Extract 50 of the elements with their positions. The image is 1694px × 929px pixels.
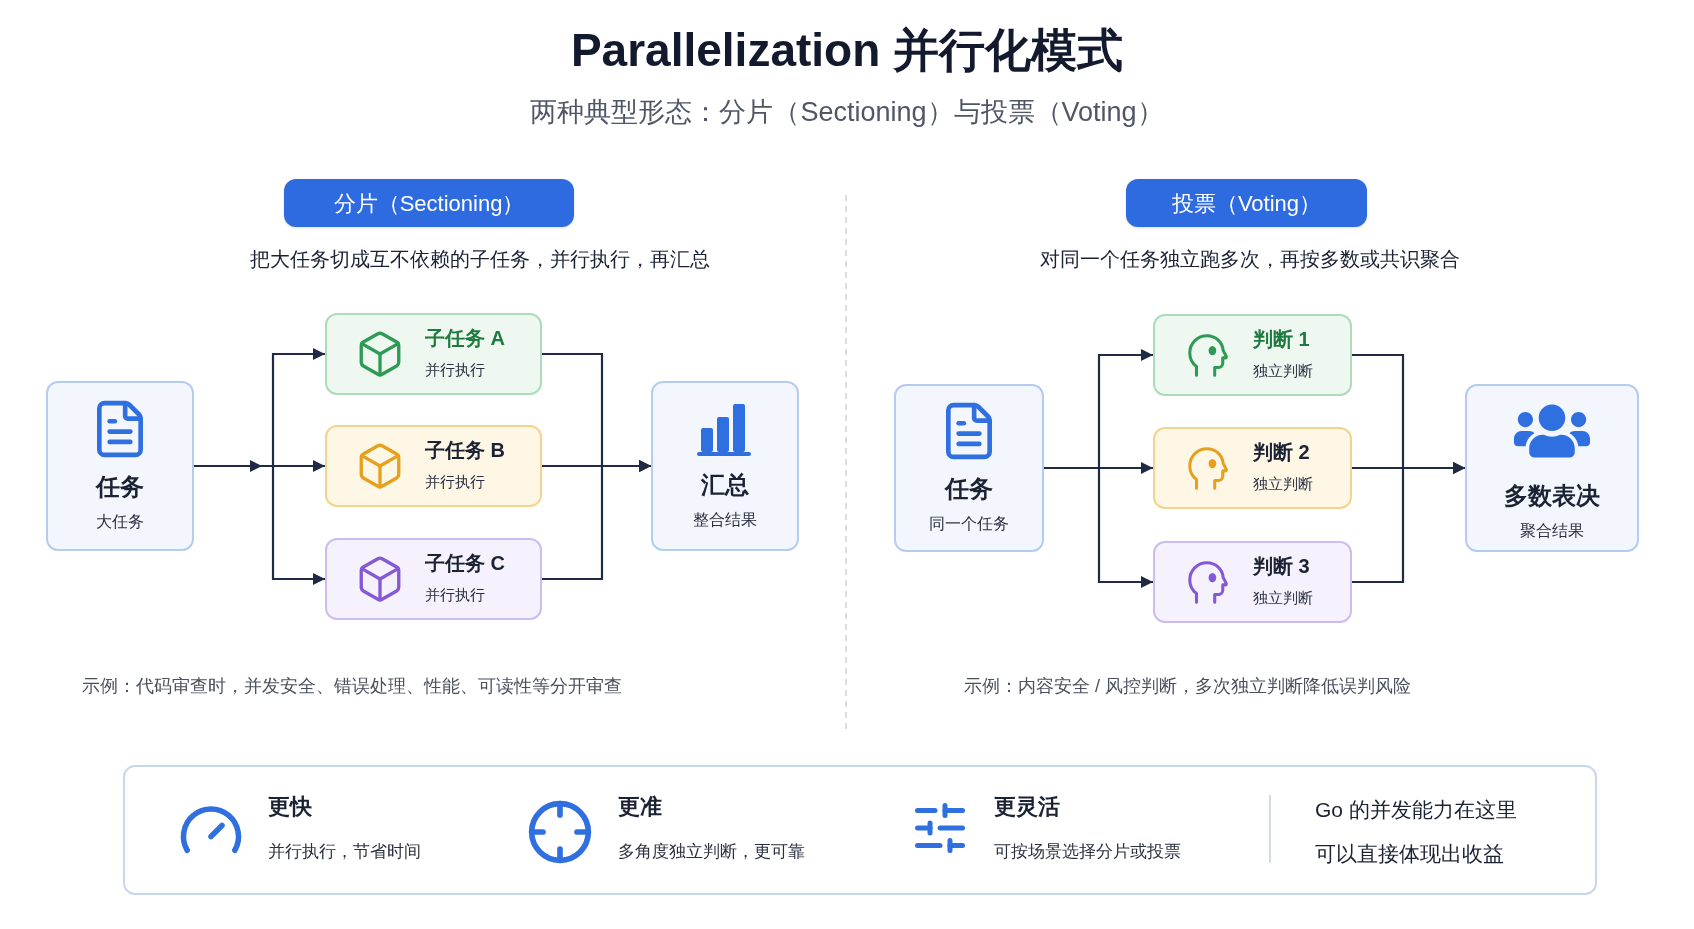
benefit-heading: 更快 (268, 793, 313, 821)
arrow (1352, 462, 1465, 584)
arrow (542, 460, 651, 581)
node-title: 子任务 C (425, 551, 505, 577)
task-box (1153, 541, 1352, 623)
section-description: 把大任务切成互不依赖的子任务，并行执行，再汇总 (250, 247, 710, 272)
task-box (325, 538, 542, 620)
node-subtitle: 聚合结果 (1520, 521, 1584, 541)
node-title: 子任务 A (425, 326, 505, 352)
node-title: 判断 3 (1253, 554, 1311, 580)
benefit-description: 可按场景选择分片或投票 (994, 841, 1181, 863)
title: Parallelization 并行化模式 (570, 23, 1124, 78)
section-tag: 分片（Sectioning） (284, 179, 574, 227)
benefit-heading: 更灵活 (994, 793, 1061, 821)
node-subtitle: 独立判断 (1253, 361, 1313, 382)
node-title: 判断 2 (1253, 440, 1311, 466)
benefit-description: 并行执行，节省时间 (268, 841, 421, 863)
example-note: 示例：内容安全 / 风控判断，多次独立判断降低误判风险 (964, 676, 1411, 696)
benefit-description: 多角度独立判断，更可靠 (618, 841, 805, 863)
task-box (325, 425, 542, 507)
task-box (1153, 314, 1352, 396)
node-title: 子任务 B (425, 438, 505, 464)
example-note: 示例：代码审查时，并发安全、错误处理、性能、可读性等分开审查 (82, 676, 622, 696)
task-box (1153, 427, 1352, 509)
section-description: 对同一个任务独立跑多次，再按多数或共识聚合 (1040, 247, 1460, 272)
arrow (1044, 466, 1153, 588)
node-subtitle: 大任务 (96, 512, 144, 532)
node-title: 任务 (96, 472, 144, 502)
section-tag: 投票（Voting） (1126, 179, 1367, 227)
node-title: 汇总 (701, 470, 749, 500)
node-subtitle: 同一个任务 (929, 514, 1009, 534)
arrow (194, 464, 325, 585)
node-subtitle: 并行执行 (425, 585, 486, 606)
process-box (1465, 384, 1639, 552)
node-title: 任务 (945, 474, 993, 504)
note-text: 可以直接体现出收益 (1315, 840, 1505, 867)
subtitle: 两种典型形态：分片（Sectioning）与投票（Voting） (530, 96, 1164, 127)
node-subtitle: 独立判断 (1253, 588, 1313, 609)
task-box (325, 313, 542, 395)
node-subtitle: 并行执行 (425, 360, 486, 381)
benefit-heading: 更准 (618, 793, 663, 821)
note-text: Go 的并发能力在这里 (1315, 797, 1517, 823)
process-box (894, 384, 1044, 552)
node-subtitle: 整合结果 (693, 510, 757, 530)
process-box (46, 381, 194, 551)
node-title: 判断 1 (1253, 327, 1311, 353)
process-box (651, 381, 799, 551)
node-title: 多数表决 (1504, 481, 1600, 511)
node-subtitle: 独立判断 (1253, 474, 1313, 495)
node-subtitle: 并行执行 (425, 472, 486, 493)
